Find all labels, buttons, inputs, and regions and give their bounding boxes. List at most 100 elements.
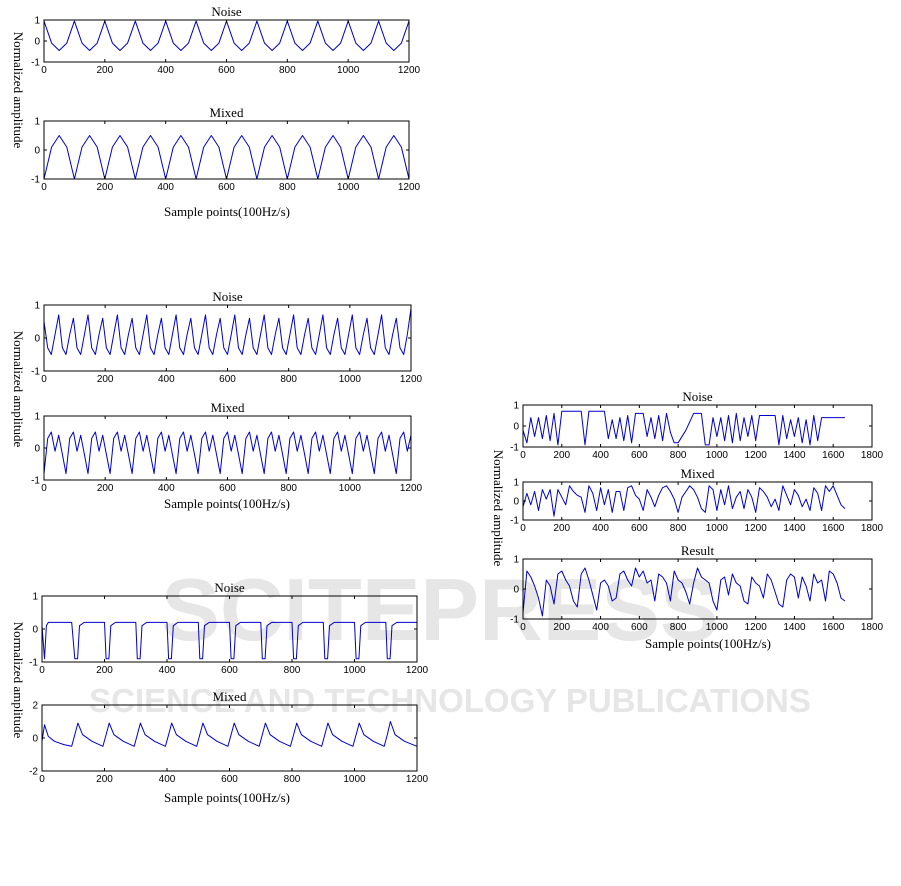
- x-tick-label: 1000: [343, 665, 366, 676]
- y-tick-label: -1: [510, 443, 519, 454]
- x-tick-label: 600: [219, 374, 236, 385]
- x-tick-label: 1000: [337, 182, 360, 193]
- y-tick-label: 1: [32, 592, 38, 603]
- x-tick-label: 400: [158, 374, 175, 385]
- x-tick-label: 1600: [822, 622, 845, 633]
- x-tick-label: 600: [219, 483, 236, 494]
- y-axis-label: Normalized amplitude: [11, 331, 26, 448]
- x-axis-label: Sample points(100Hz/s): [164, 790, 290, 805]
- series-line: [41, 721, 418, 747]
- x-tick-label: 600: [218, 182, 235, 193]
- x-tick-label: 800: [284, 665, 301, 676]
- x-tick-label: 1200: [398, 182, 421, 193]
- y-tick-label: -1: [29, 658, 38, 669]
- x-tick-label: 1800: [861, 622, 884, 633]
- x-tick-label: 0: [520, 622, 526, 633]
- x-tick-label: 800: [279, 182, 296, 193]
- x-tick-label: 1000: [706, 450, 729, 461]
- x-tick-label: 0: [41, 65, 47, 76]
- x-tick-label: 400: [592, 450, 609, 461]
- y-tick-label: 1: [34, 412, 40, 423]
- x-tick-label: 800: [284, 774, 301, 785]
- x-tick-label: 800: [670, 523, 687, 534]
- x-tick-label: 1000: [706, 523, 729, 534]
- x-tick-label: 1400: [783, 523, 806, 534]
- y-tick-label: 0: [513, 585, 519, 596]
- x-tick-label: 1200: [400, 374, 423, 385]
- watermark-sub-text: SCIENCE AND TECHNOLOGY PUBLICATIONS: [89, 682, 811, 719]
- x-tick-label: 600: [218, 65, 235, 76]
- series-line: [522, 567, 846, 617]
- x-tick-label: 200: [96, 182, 113, 193]
- series-line: [522, 410, 845, 446]
- y-tick-label: 1: [34, 301, 40, 312]
- axes-frame: [43, 415, 412, 481]
- x-tick-label: 1800: [861, 450, 884, 461]
- x-tick-label: 0: [39, 665, 45, 676]
- series-line: [41, 621, 417, 660]
- x-tick-label: 1000: [706, 622, 729, 633]
- x-tick-label: 400: [159, 665, 176, 676]
- y-tick-label: 0: [34, 334, 40, 345]
- y-tick-label: -1: [510, 516, 519, 527]
- panel-title: Mixed: [211, 400, 245, 415]
- x-tick-label: 600: [631, 523, 648, 534]
- y-tick-label: -1: [31, 367, 40, 378]
- panel-title: Mixed: [210, 105, 244, 120]
- x-tick-label: 1200: [745, 450, 768, 461]
- y-tick-label: -1: [31, 58, 40, 69]
- x-tick-label: 1000: [339, 483, 362, 494]
- x-tick-label: 1800: [861, 523, 884, 534]
- x-axis-label: Sample points(100Hz/s): [164, 204, 290, 219]
- x-tick-label: 800: [280, 483, 297, 494]
- y-axis-label: Normalized amplitude: [11, 622, 26, 739]
- x-tick-label: 200: [553, 450, 570, 461]
- y-tick-label: 1: [513, 478, 519, 489]
- y-tick-label: 0: [34, 146, 40, 157]
- x-tick-label: 1200: [398, 65, 421, 76]
- panel-title: Noise: [211, 4, 242, 19]
- series-line: [43, 135, 410, 180]
- x-tick-label: 200: [553, 523, 570, 534]
- y-tick-label: 0: [513, 497, 519, 508]
- x-axis-label: Sample points(100Hz/s): [645, 636, 771, 651]
- axes-frame: [43, 120, 410, 180]
- x-tick-label: 1000: [337, 65, 360, 76]
- y-tick-label: -1: [31, 476, 40, 487]
- y-tick-label: 0: [34, 37, 40, 48]
- x-tick-label: 0: [39, 774, 45, 785]
- series-line: [43, 431, 412, 475]
- series-line: [522, 485, 846, 517]
- x-tick-label: 1000: [343, 774, 366, 785]
- x-tick-label: 200: [97, 374, 114, 385]
- panel-title: Mixed: [213, 689, 247, 704]
- watermark-main-text: SCITEPRESS: [161, 560, 718, 659]
- x-tick-label: 800: [280, 374, 297, 385]
- y-tick-label: 1: [34, 16, 40, 27]
- x-tick-label: 600: [631, 622, 648, 633]
- y-tick-label: -1: [31, 175, 40, 186]
- x-tick-label: 800: [670, 622, 687, 633]
- x-tick-label: 200: [96, 665, 113, 676]
- x-tick-label: 400: [158, 483, 175, 494]
- y-tick-label: 2: [32, 701, 38, 712]
- series-line: [43, 308, 412, 355]
- x-tick-label: 600: [631, 450, 648, 461]
- x-tick-label: 400: [159, 774, 176, 785]
- x-tick-label: 1200: [400, 483, 423, 494]
- y-tick-label: 0: [34, 444, 40, 455]
- x-tick-label: 0: [520, 523, 526, 534]
- x-tick-label: 800: [279, 65, 296, 76]
- x-tick-label: 1200: [406, 774, 429, 785]
